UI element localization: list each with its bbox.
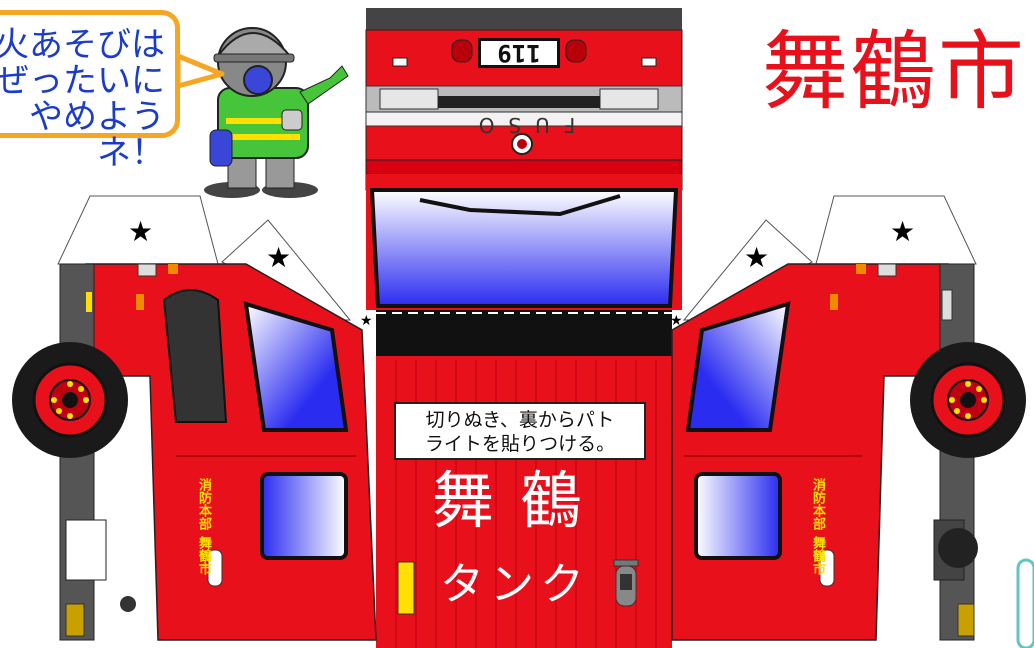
star-icon: ★ [670, 313, 683, 329]
wheel-icon [12, 342, 128, 458]
star-icon: ★ [266, 241, 292, 274]
right-side-window [685, 301, 791, 432]
speech-text: 火あそびは ぜったいに やめようネ！ [0, 27, 165, 171]
roof-band [376, 310, 672, 356]
speech-line: やめようネ！ [29, 97, 165, 173]
speech-bubble: 火あそびは ぜったいに やめようネ！ [0, 10, 180, 171]
license-plate: 119 [478, 38, 560, 68]
yellow-marker [397, 561, 415, 615]
star-icon: ★ [744, 241, 770, 274]
brand-logo: FUSO [464, 113, 576, 137]
star-icon: ★ [128, 215, 154, 248]
instruction-box: 切りぬき、裏からパト ライトを貼りつける。 [394, 402, 646, 460]
left-side-window [243, 301, 349, 432]
left-step [120, 596, 136, 612]
star-icon: ★ [360, 313, 373, 329]
speech-line: 火あそびは [0, 25, 165, 65]
door-line: 舞鶴市 [196, 536, 211, 575]
instruction-line: ライトを貼りつける。 [424, 433, 616, 455]
left-dark-window [162, 289, 228, 423]
left-body [85, 263, 377, 641]
wheel-icon [910, 342, 1026, 458]
door-line: 消防本部 [810, 478, 825, 530]
vehicle-type: タンク [440, 559, 590, 610]
right-door-text: 舞鶴市 消防本部 [810, 478, 825, 575]
city-title: 舞鶴市 [762, 22, 1026, 122]
windshield [369, 188, 679, 308]
door-line: 消防本部 [196, 478, 211, 530]
siren-icon [613, 559, 639, 607]
left-door-window [260, 472, 348, 560]
door-line: 舞鶴市 [810, 536, 825, 575]
right-body [671, 263, 949, 641]
left-door-text: 舞鶴市 消防本部 [196, 478, 211, 575]
star-icon: ★ [890, 215, 916, 248]
speech-line: ぜったいに [0, 61, 165, 101]
side-name: 舞鶴 [431, 464, 608, 537]
firefighter-mascot-icon [204, 27, 349, 198]
front-top-strip [366, 8, 682, 30]
instruction-line: 切りぬき、裏からパト [425, 409, 615, 431]
right-door-window [694, 472, 782, 560]
